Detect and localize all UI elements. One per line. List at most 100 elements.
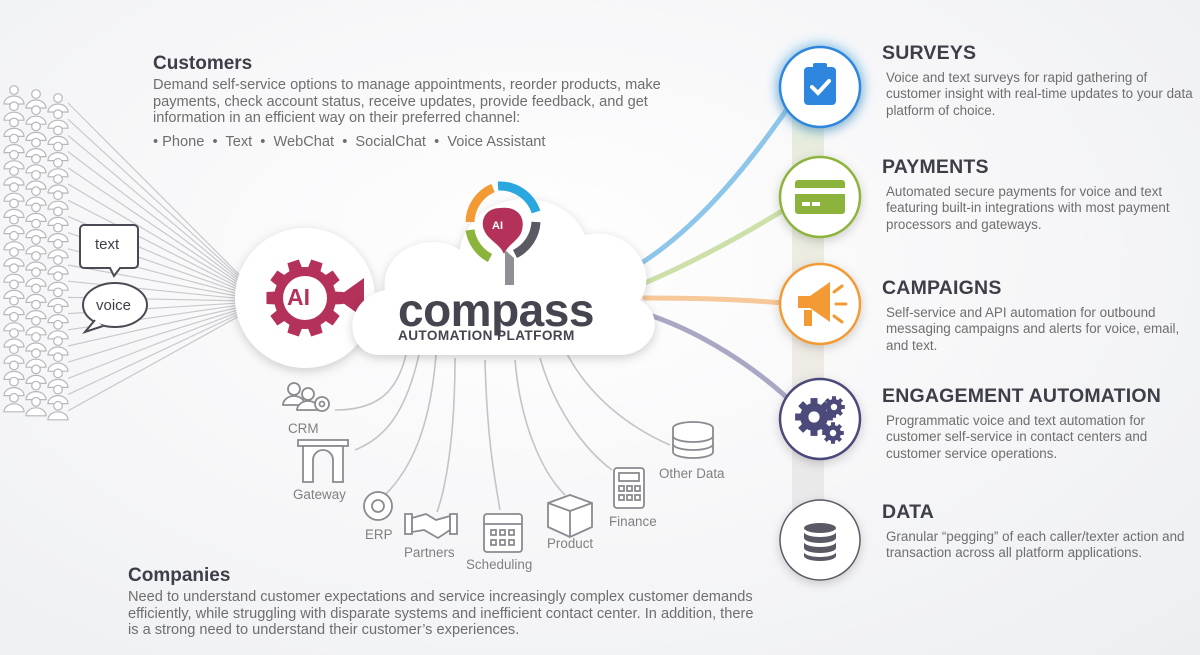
service-circle-surveys (776, 43, 864, 131)
product-box-icon (547, 494, 593, 538)
system-label-gateway: Gateway (293, 487, 346, 502)
customer-person-icon (25, 348, 47, 368)
gateway-icon (297, 439, 349, 483)
customers-title: Customers (153, 53, 253, 74)
service-description: Voice and text surveys for rapid gatheri… (886, 70, 1193, 118)
system-label-erp: ERP (365, 527, 393, 542)
customer-crowd (3, 85, 69, 421)
customer-person-icon (3, 376, 25, 397)
customer-person-icon (47, 303, 69, 324)
customer-person-icon (47, 352, 69, 372)
clipboard-check-icon (804, 63, 836, 105)
customer-person-icon (25, 202, 47, 222)
customer-person-icon (3, 230, 25, 251)
megaphone-icon (798, 282, 848, 326)
customer-person-icon (47, 141, 69, 162)
customer-person-icon (3, 133, 25, 154)
customer-person-icon (47, 93, 69, 113)
customer-person-icon (3, 214, 25, 235)
system-label-partners: Partners (404, 545, 455, 560)
ai-gear-icon (266, 259, 364, 337)
customer-person-icon (25, 364, 47, 384)
customer-person-icon (3, 182, 25, 202)
platform-cloud (352, 198, 655, 355)
service-surveys: SURVEYS Voice and text surveys for rapid… (882, 42, 1200, 119)
customer-person-icon (3, 360, 25, 380)
customer-person-icon (25, 105, 47, 125)
customer-person-icon (25, 170, 47, 190)
system-label-scheduling: Scheduling (466, 557, 533, 572)
service-description: Granular “pegging” of each caller/texter… (886, 529, 1185, 561)
customer-person-icon (47, 222, 69, 243)
customer-person-icon (47, 319, 69, 340)
text-bubble-label: text (95, 236, 120, 253)
service-title: ENGAGEMENT AUTOMATION (882, 385, 1161, 407)
customer-person-icon (47, 174, 69, 194)
brand-name: compass (398, 284, 594, 336)
customer-person-icon (47, 190, 69, 210)
finance-calculator-icon (613, 467, 645, 509)
logo-ai-label: AI (492, 220, 503, 232)
customer-person-icon (25, 283, 47, 303)
customer-person-icon (25, 153, 47, 174)
customer-person-icon (25, 251, 47, 271)
customer-person-icon (47, 400, 69, 421)
customer-person-icon (25, 234, 47, 255)
customer-person-icon (25, 380, 47, 401)
customer-channels: • Phone • Text • WebChat • SocialChat • … (153, 134, 546, 150)
customers-description: Demand self-service options to manage ap… (153, 77, 661, 126)
text-bubble (79, 224, 139, 278)
service-title: DATA (882, 501, 935, 523)
customer-person-icon (3, 344, 25, 364)
ai-badge-label: AI (287, 284, 310, 310)
credit-card-icon (795, 180, 845, 214)
service-data: DATA Granular “pegging” of each caller/t… (882, 501, 1200, 562)
customer-person-icon (25, 218, 47, 239)
service-description: Self-service and API automation for outb… (886, 305, 1180, 353)
service-description: Automated secure payments for voice and … (886, 184, 1170, 232)
customer-person-icon (3, 263, 25, 283)
service-description: Programmatic voice and text automation f… (886, 413, 1148, 461)
crm-icon (282, 382, 330, 412)
customer-person-icon (3, 101, 25, 121)
customer-person-icon (47, 125, 69, 145)
customer-person-icon (25, 137, 47, 158)
customer-person-icon (47, 336, 69, 356)
brand-subtitle: AUTOMATION PLATFORM (398, 328, 575, 343)
customer-person-icon (25, 89, 47, 109)
database-icon (804, 523, 836, 561)
customer-person-icon (47, 384, 69, 405)
service-circle-data (779, 499, 861, 581)
companies-title: Companies (128, 565, 231, 586)
customer-person-icon (47, 271, 69, 291)
service-engagement-automation: ENGAGEMENT AUTOMATION Programmatic voice… (882, 385, 1200, 462)
service-title: SURVEYS (882, 42, 977, 64)
customer-person-icon (3, 85, 25, 105)
customer-person-icon (3, 311, 25, 332)
service-circle-engagement-automation (778, 377, 862, 461)
customer-person-icon (25, 121, 47, 141)
partners-handshake-icon (404, 513, 458, 540)
customer-person-icon (3, 295, 25, 316)
compass-logo-icon (465, 181, 541, 285)
system-label-finance: Finance (609, 514, 657, 529)
customer-person-icon (47, 206, 69, 226)
service-circle-payments (778, 155, 862, 239)
customer-person-icon (25, 186, 47, 206)
system-label-product: Product (547, 536, 594, 551)
voice-bubble-label: voice (96, 297, 132, 314)
customer-person-icon (3, 149, 25, 170)
service-title: PAYMENTS (882, 156, 989, 178)
customer-person-icon (47, 238, 69, 259)
customer-person-icon (47, 368, 69, 388)
service-payments: PAYMENTS Automated secure payments for v… (882, 156, 1200, 233)
companies-description: Need to understand customer expectations… (128, 589, 754, 639)
customer-person-icon (25, 332, 47, 352)
system-connectors (334, 344, 671, 513)
customer-person-icon (3, 328, 25, 348)
customer-person-icon (25, 267, 47, 287)
customer-person-icon (3, 247, 25, 267)
customer-person-icon (47, 255, 69, 275)
customer-person-icon (47, 287, 69, 307)
